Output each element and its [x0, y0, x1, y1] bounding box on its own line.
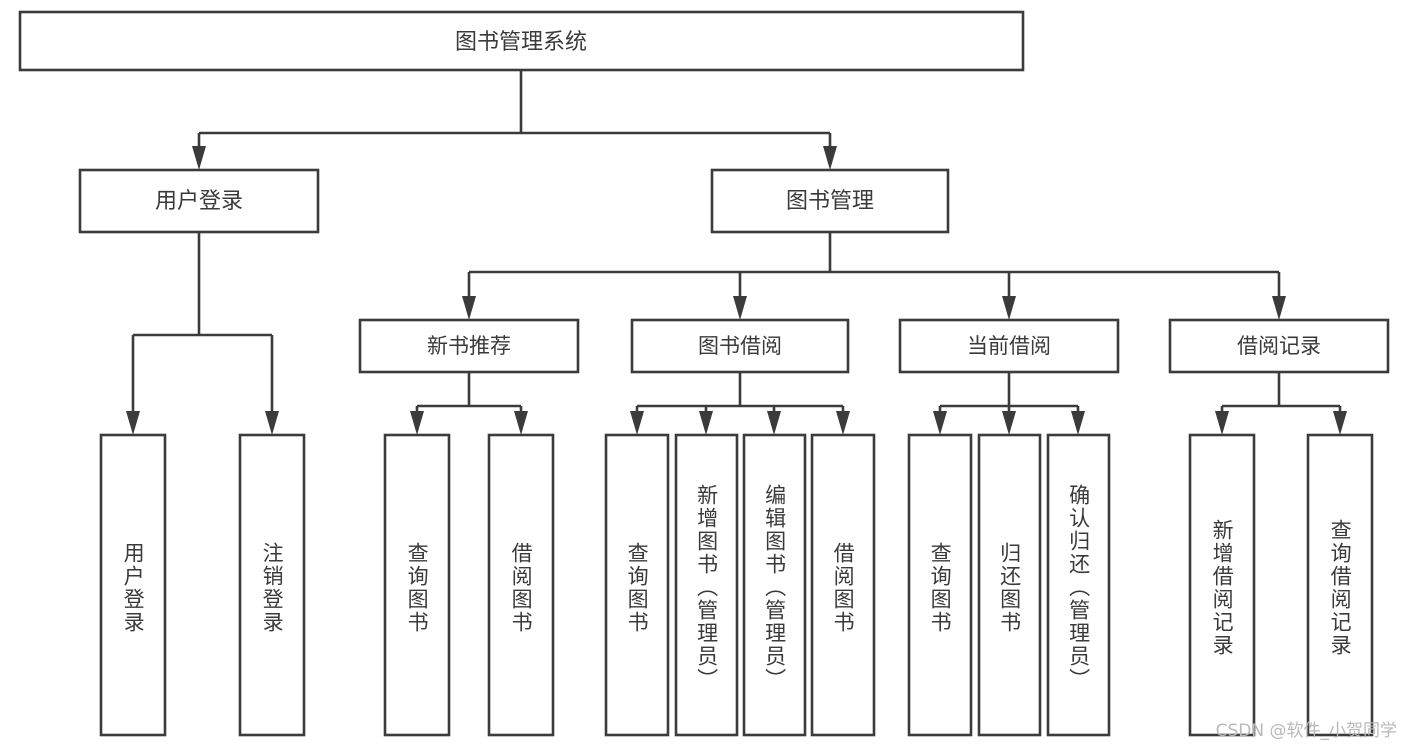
leaf-book-borrow-3[interactable]	[742, 433, 807, 737]
node-user-login[interactable]	[78, 168, 320, 234]
node-book-management-label: 图书管理	[786, 189, 874, 214]
leaf-new-book-recommend-1[interactable]	[383, 433, 451, 737]
arrowhead-leaf-bookborrow-1	[630, 411, 644, 435]
arrowhead-borrow-record	[1272, 296, 1286, 320]
arrowhead-current-borrow	[1002, 296, 1016, 320]
arrowhead-leaf-borrowrecord-2	[1333, 411, 1347, 435]
node-borrow-record-label: 借阅记录	[1237, 334, 1321, 358]
arrowhead-leaf-currentborrow-3	[1071, 411, 1085, 435]
arrowhead-leaf-user-login-2	[265, 411, 279, 435]
arrowhead-user-login	[192, 146, 206, 170]
arrowhead-leaf-currentborrow-1	[933, 411, 947, 435]
node-new-book-recommend-label: 新书推荐	[427, 334, 511, 358]
node-current-borrow[interactable]	[898, 318, 1120, 374]
node-current-borrow-label: 当前借阅	[967, 334, 1051, 358]
node-book-borrow[interactable]	[630, 318, 850, 374]
leaf-current-borrow-1[interactable]	[907, 433, 973, 737]
arrowhead-leaf-currentborrow-2	[1002, 411, 1016, 435]
node-root-label: 图书管理系统	[455, 30, 587, 55]
arrowhead-leaf-bookborrow-3	[767, 411, 781, 435]
leaf-user-login-1[interactable]	[99, 433, 167, 737]
node-user-login-label: 用户登录	[155, 189, 243, 214]
leaf-current-borrow-3[interactable]	[1046, 433, 1111, 737]
leaf-book-borrow-4[interactable]	[810, 433, 876, 737]
arrowhead-leaf-bookborrow-2	[699, 411, 713, 435]
leaf-borrow-record-1[interactable]	[1188, 433, 1256, 737]
leaf-user-login-2[interactable]	[238, 433, 306, 737]
arrowhead-leaf-newbook-1	[410, 411, 424, 435]
connector-layer	[126, 70, 1347, 435]
leaf-borrow-record-2[interactable]	[1306, 433, 1374, 737]
arrowhead-new-book-recommend	[462, 296, 476, 320]
arrowhead-book-mgmt	[823, 146, 837, 170]
leaf-book-borrow-1[interactable]	[604, 433, 670, 737]
node-book-management[interactable]	[710, 168, 950, 234]
node-book-borrow-label: 图书借阅	[698, 334, 782, 358]
arrowhead-book-borrow	[733, 296, 747, 320]
arrowhead-leaf-borrowrecord-1	[1215, 411, 1229, 435]
leaf-book-borrow-2[interactable]	[674, 433, 739, 737]
leaf-new-book-recommend-2[interactable]	[487, 433, 555, 737]
leaf-current-borrow-2[interactable]	[977, 433, 1042, 737]
node-borrow-record[interactable]	[1168, 318, 1390, 374]
node-root[interactable]	[18, 10, 1025, 72]
arrowhead-leaf-bookborrow-4	[836, 411, 850, 435]
node-new-book-recommend[interactable]	[358, 318, 580, 374]
arrowhead-leaf-user-login-1	[126, 411, 140, 435]
node-layer: 图书管理系统 用户登录 图书管理 新书推荐 图书借阅 当前借阅 借阅记录	[18, 10, 1390, 737]
arrowhead-leaf-newbook-2	[514, 411, 528, 435]
